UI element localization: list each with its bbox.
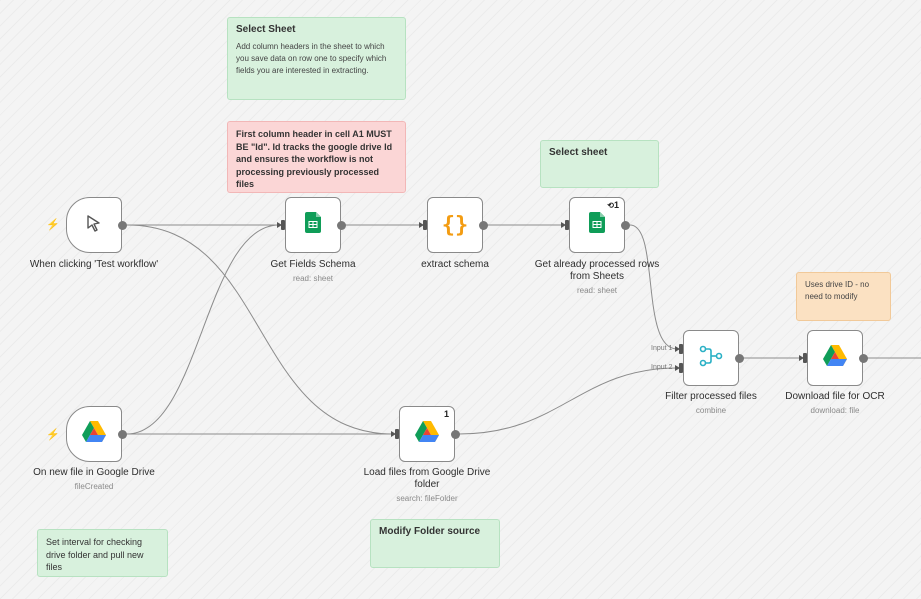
output-port[interactable] [337, 221, 346, 230]
note-modify-folder[interactable]: Modify Folder source [370, 519, 500, 568]
node-subtitle: fileCreated [74, 482, 114, 491]
node-name: Load files from Google Drive folder [363, 467, 491, 490]
node-load-files[interactable]: 1 [399, 406, 455, 462]
output-port[interactable] [118, 221, 127, 230]
output-port[interactable] [451, 430, 460, 439]
node-name: Get already processed rows from Sheets [534, 259, 660, 282]
input-2-label: Input 2 [651, 364, 673, 371]
note-title: Modify Folder source [379, 526, 481, 537]
node-label: Load files from Google Drive folder sear… [357, 467, 497, 505]
node-subtitle: download: file [810, 406, 860, 415]
google-drive-icon [823, 345, 847, 371]
node-get-processed-rows[interactable]: ⟲1 [569, 197, 625, 253]
merge-icon [699, 345, 723, 372]
node-drive-trigger[interactable] [66, 406, 122, 462]
node-filter-processed[interactable] [683, 330, 739, 386]
note-body: Set interval for checking drive folder a… [46, 537, 144, 573]
link-icon: ⟲ [607, 201, 614, 210]
output-port[interactable] [621, 221, 630, 230]
note-id-warning[interactable]: First column header in cell A1 MUST BE "… [227, 121, 406, 193]
node-label: On new file in Google Drive fileCreated [24, 467, 164, 493]
node-label: Get Fields Schema read: sheet [243, 259, 383, 285]
input-port[interactable] [423, 220, 427, 230]
input-1-label: Input 1 [651, 345, 673, 352]
node-download-file[interactable] [807, 330, 863, 386]
run-count-badge: ⟲1 [607, 200, 619, 210]
badge-count: 1 [613, 200, 619, 210]
input-port[interactable] [803, 353, 807, 363]
input-port-1[interactable] [679, 344, 683, 354]
input-port[interactable] [565, 220, 569, 230]
input-port[interactable] [281, 220, 285, 230]
trigger-bolt-icon: ⚡ [46, 429, 60, 441]
note-title: Select sheet [549, 147, 608, 158]
note-interval[interactable]: Set interval for checking drive folder a… [37, 529, 168, 577]
node-label: When clicking 'Test workflow' [24, 259, 164, 271]
note-body: Uses drive ID - no need to modify [805, 280, 870, 301]
node-name: On new file in Google Drive [33, 467, 155, 478]
note-body: First column header in cell A1 MUST BE "… [236, 129, 393, 190]
node-subtitle: search: fileFolder [396, 494, 458, 503]
node-name: Download file for OCR [785, 391, 885, 402]
note-drive-id[interactable]: Uses drive ID - no need to modify [796, 272, 891, 321]
run-count-badge: 1 [443, 409, 449, 419]
input-port[interactable] [395, 429, 399, 439]
output-port[interactable] [859, 354, 868, 363]
node-label: extract schema [385, 259, 525, 271]
node-label: Download file for OCR download: file [765, 391, 905, 417]
node-subtitle: read: sheet [292, 274, 334, 283]
node-name: Get Fields Schema [270, 259, 356, 270]
input-port-2[interactable] [679, 363, 683, 373]
google-sheets-icon [305, 212, 321, 238]
node-label: Filter processed files combine [641, 391, 781, 417]
node-label: Get already processed rows from Sheets r… [527, 259, 667, 297]
trigger-bolt-icon: ⚡ [46, 219, 60, 231]
note-title: Select Sheet [236, 24, 296, 35]
code-braces-icon: {} [441, 212, 469, 238]
google-sheets-icon [589, 212, 605, 238]
node-subtitle: read: sheet [576, 286, 618, 295]
note-select-sheet-top[interactable]: Select Sheet Add column headers in the s… [227, 17, 406, 100]
note-select-sheet-mid[interactable]: Select sheet [540, 140, 659, 188]
node-extract-schema[interactable]: {} [427, 197, 483, 253]
node-name: Filter processed files [665, 391, 757, 402]
node-name: When clicking 'Test workflow' [29, 259, 159, 270]
output-port[interactable] [479, 221, 488, 230]
node-get-fields-schema[interactable] [285, 197, 341, 253]
cursor-icon [84, 213, 104, 238]
wire-drive-to-fields [126, 224, 280, 435]
wire-manual-to-load [126, 224, 394, 435]
google-drive-icon [82, 421, 106, 447]
note-body: Add column headers in the sheet to which… [236, 41, 387, 75]
node-name: extract schema [421, 259, 489, 270]
output-port[interactable] [735, 354, 744, 363]
node-manual-trigger[interactable] [66, 197, 122, 253]
node-subtitle: combine [695, 406, 727, 415]
output-port[interactable] [118, 430, 127, 439]
google-drive-icon [415, 421, 439, 447]
